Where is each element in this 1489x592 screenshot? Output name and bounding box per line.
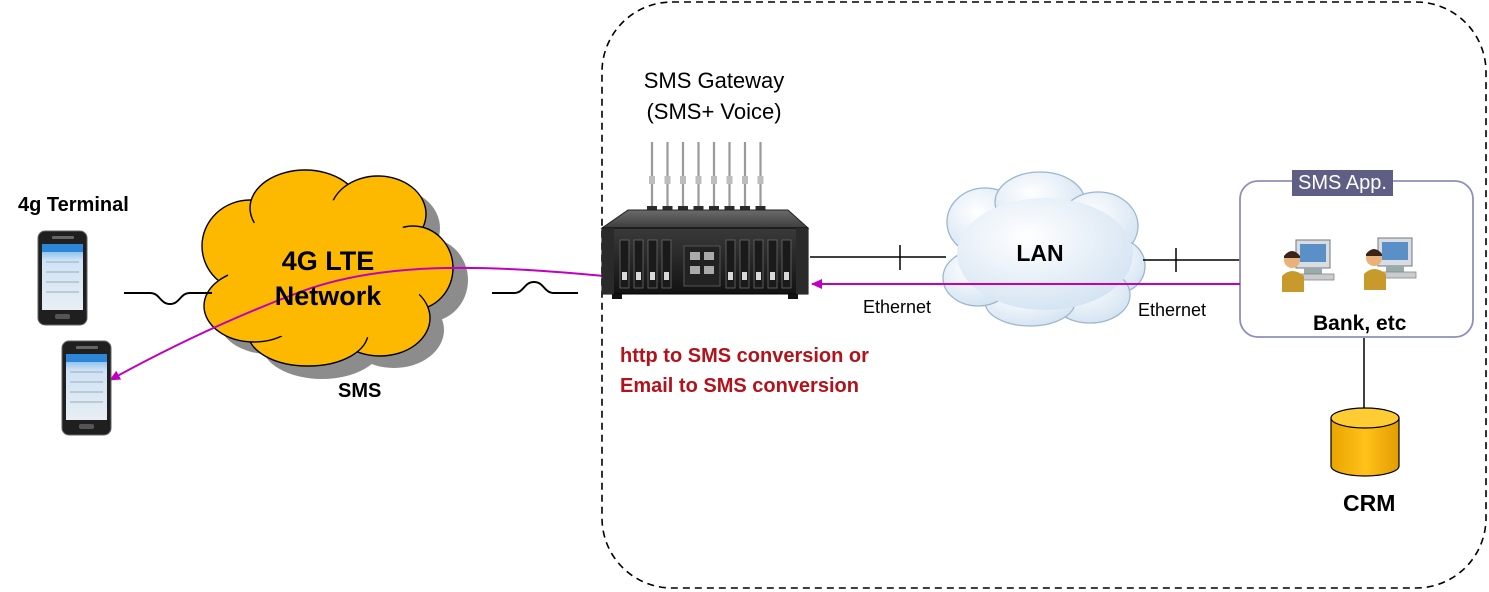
sms-label: SMS: [338, 380, 382, 402]
gateway-slot-led: [770, 272, 775, 280]
antenna-joint: [726, 176, 733, 184]
gateway-slot-led: [664, 272, 669, 280]
crm-label: CRM: [1343, 490, 1396, 516]
sms-flow-gateway-to-phone: [109, 266, 605, 381]
gateway-slot-led: [728, 272, 733, 280]
gateway-slot: [661, 239, 672, 289]
antenna-joint: [680, 176, 686, 184]
bank-label: Bank, etc: [1313, 312, 1407, 335]
smartphone-icon: [37, 230, 88, 326]
computer-user-icon: [1364, 237, 1417, 290]
gateway-slot: [647, 239, 658, 289]
wireless-link-terminal: [124, 292, 212, 306]
antenna-joint: [757, 176, 764, 184]
ethernet-label-right: Ethernet: [1138, 300, 1207, 320]
gateway-slot: [781, 239, 792, 289]
lan-label: LAN: [1016, 240, 1064, 266]
gateway-slot-led: [784, 272, 789, 280]
smartphone-icon: [61, 340, 112, 436]
antenna-joint: [664, 176, 671, 184]
antenna-joint: [742, 176, 748, 184]
lan-cloud-core: [957, 198, 1133, 310]
gateway-slot: [739, 239, 750, 289]
database-cylinder-icon: [1330, 407, 1400, 477]
antenna-joint: [695, 176, 702, 184]
gateway-device-icon: [600, 142, 810, 299]
enterprise-boundary: [601, 1, 1487, 589]
conversion-label-line2: Email to SMS conversion: [620, 375, 859, 397]
antenna-joint: [711, 176, 717, 184]
gateway-slot: [725, 239, 736, 289]
gateway-slot: [753, 239, 764, 289]
terminal-label: 4g Terminal: [18, 194, 129, 216]
gateway-slot: [619, 239, 630, 289]
sms-app-badge: SMS App.: [1292, 170, 1393, 196]
gateway-slot-led: [622, 272, 627, 280]
gateway-slot-led: [650, 272, 655, 280]
gateway-slot-led: [756, 272, 761, 280]
conversion-label-line1: http to SMS conversion or: [620, 345, 869, 367]
antenna-joint: [649, 176, 655, 184]
network-label-line1: 4G LTE: [281, 246, 375, 276]
gateway-slot: [633, 239, 644, 289]
gateway-slot-led: [742, 272, 747, 280]
gateway-label-line2: (SMS+ Voice): [646, 99, 782, 124]
gateway-slot: [767, 239, 778, 289]
lte-cloud-core: [228, 200, 424, 344]
gateway-label-line1: SMS Gateway: [643, 68, 785, 93]
ethernet-label-left: Ethernet: [863, 297, 932, 317]
wireless-link-gateway: [492, 280, 578, 294]
gateway-slot-led: [636, 272, 641, 280]
network-label-line2: Network: [274, 281, 382, 311]
computer-user-icon: [1282, 239, 1335, 292]
